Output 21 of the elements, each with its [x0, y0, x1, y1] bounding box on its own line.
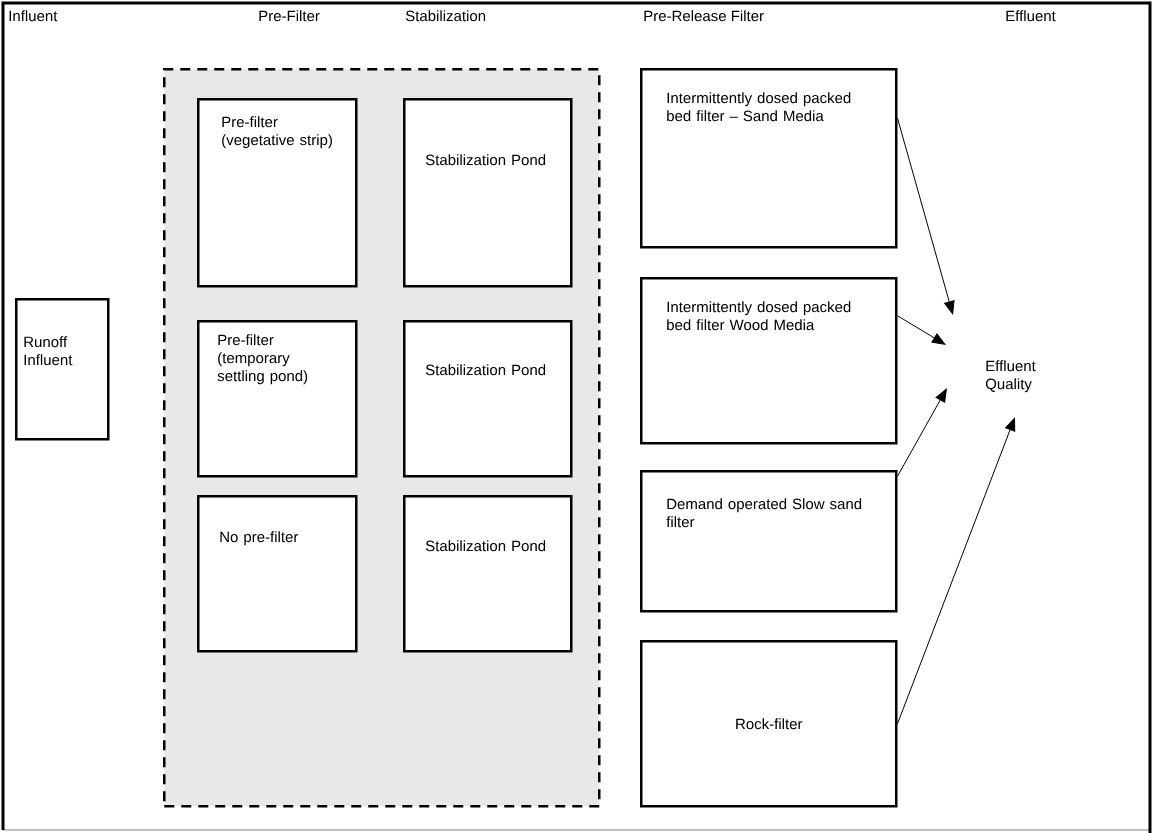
- column-heading: Influent: [9, 10, 58, 22]
- process-box: Stabilization Pond: [403, 495, 573, 653]
- process-box: Rock-filter: [640, 640, 898, 808]
- process-box: Demand operated Slow sand filter: [640, 470, 898, 613]
- process-box: Stabilization Pond: [403, 320, 573, 478]
- process-box: Pre-filter (vegetative strip): [197, 98, 358, 288]
- process-box: No pre-filter: [197, 495, 358, 653]
- process-box: Intermittently dosed packed bed filter Wood Media: [640, 277, 898, 445]
- arrow: [897, 388, 947, 477]
- column-heading: Stabilization: [405, 10, 486, 22]
- process-box: Stabilization Pond: [403, 98, 573, 288]
- arrow: [897, 315, 946, 345]
- arrow: [897, 417, 1016, 725]
- process-box: Pre-filter (temporary settling pond): [197, 320, 358, 478]
- column-heading: Pre-Release Filter: [644, 10, 764, 22]
- process-box: Intermittently dosed packed bed filter – Sand Media: [640, 68, 898, 249]
- result-label: Effluent Quality: [985, 360, 1036, 393]
- process-box: Runoff Influent: [15, 298, 110, 441]
- column-heading: Pre-Filter: [259, 10, 320, 22]
- column-heading: Effluent: [1006, 10, 1056, 22]
- arrow: [897, 117, 955, 315]
